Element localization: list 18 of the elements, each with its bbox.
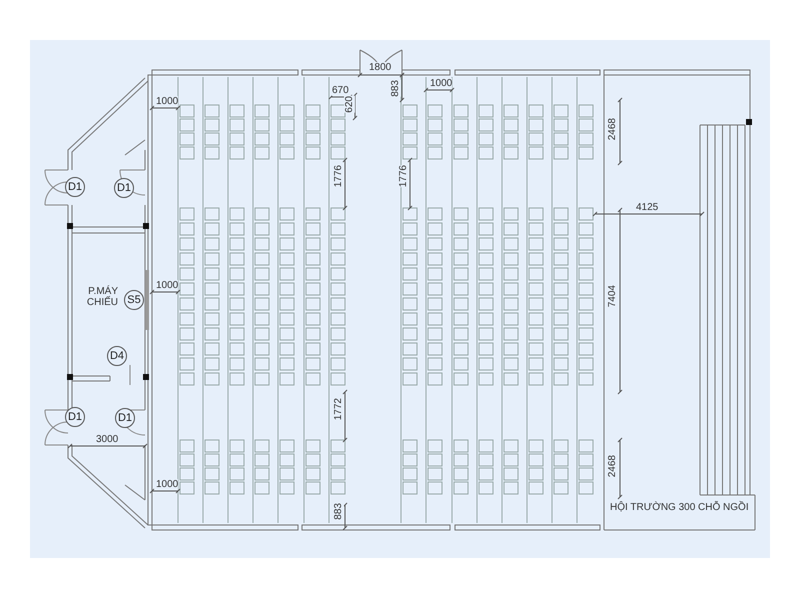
dimension-label: 1776 xyxy=(333,165,344,188)
dimension-label: 1000 xyxy=(156,96,178,107)
dimension-label: 1000 xyxy=(156,479,178,490)
dimension-label: 7404 xyxy=(607,285,618,308)
dimension-label: 4125 xyxy=(636,202,658,213)
dimension-label: 1772 xyxy=(333,398,344,420)
room-label: HỘI TRƯỜNG 300 CHỖ NGỒI xyxy=(610,502,749,513)
dimension-label: 1000 xyxy=(430,78,452,89)
dimension-label: 620 xyxy=(344,96,355,113)
dimension-label: 883 xyxy=(390,80,401,97)
dimension-label: 670 xyxy=(332,85,349,96)
dimension-label: 1800 xyxy=(369,62,392,73)
dimension-label: 883 xyxy=(333,503,344,520)
dimension-label: 3000 xyxy=(96,434,118,445)
dimension-label: 2468 xyxy=(607,118,618,140)
dimension-label: 1000 xyxy=(156,280,178,291)
dimension-label: 1776 xyxy=(398,165,409,188)
dimension-label: 2468 xyxy=(607,455,618,478)
